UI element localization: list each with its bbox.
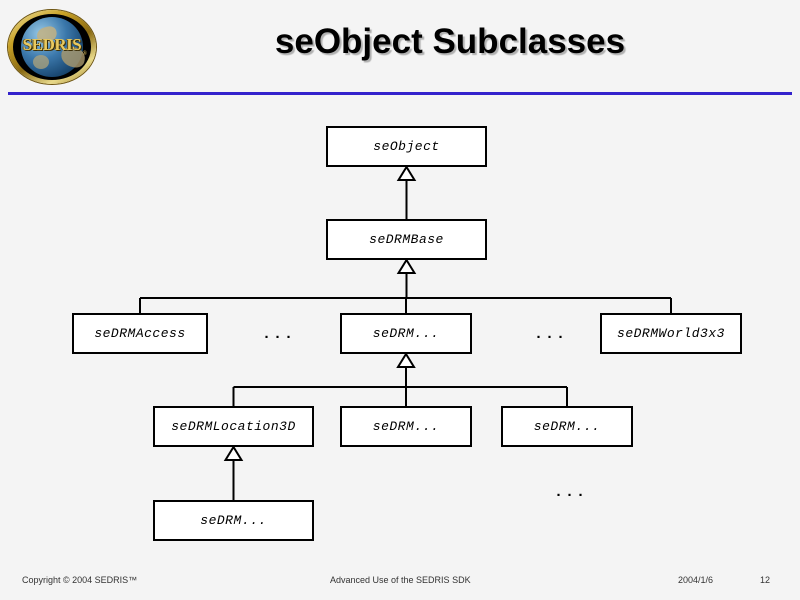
ellipsis-row3-right: ...: [534, 326, 568, 343]
footer-copyright: Copyright © 2004 SEDRIS™: [22, 575, 138, 585]
class-box-seobject[interactable]: seObject: [326, 126, 487, 167]
class-box-sedrmrow4c[interactable]: seDRM...: [501, 406, 633, 447]
logo-wordmark: SEDRIS: [22, 35, 82, 54]
class-box-sedrmworld3x3[interactable]: seDRMWorld3x3: [600, 313, 742, 354]
ellipsis-row3-left: ...: [262, 326, 296, 343]
class-box-sedrmrow5[interactable]: seDRM...: [153, 500, 314, 541]
globe-landmass-icon: [33, 55, 49, 69]
title-divider: [8, 92, 792, 95]
class-box-sedrmmid[interactable]: seDRM...: [340, 313, 472, 354]
ellipsis-row4: ...: [554, 484, 588, 501]
page-title: seObject Subclasses: [274, 22, 626, 61]
class-box-sedrmaccess[interactable]: seDRMAccess: [72, 313, 208, 354]
logo-disc: [13, 14, 91, 80]
footer-page-number: 12: [760, 575, 771, 585]
sedris-logo: SEDRIS ®: [8, 10, 96, 84]
footer-document-title: Advanced Use of the SEDRIS SDK: [330, 575, 471, 585]
globe-icon: [21, 17, 87, 77]
footer-date: 2004/1/6: [678, 575, 714, 585]
logo-registered-mark: ®: [82, 51, 87, 57]
class-box-sedrmlocation3d[interactable]: seDRMLocation3D: [153, 406, 314, 447]
class-box-sedrmbase[interactable]: seDRMBase: [326, 219, 487, 260]
class-box-sedrmrow4b[interactable]: seDRM...: [340, 406, 472, 447]
